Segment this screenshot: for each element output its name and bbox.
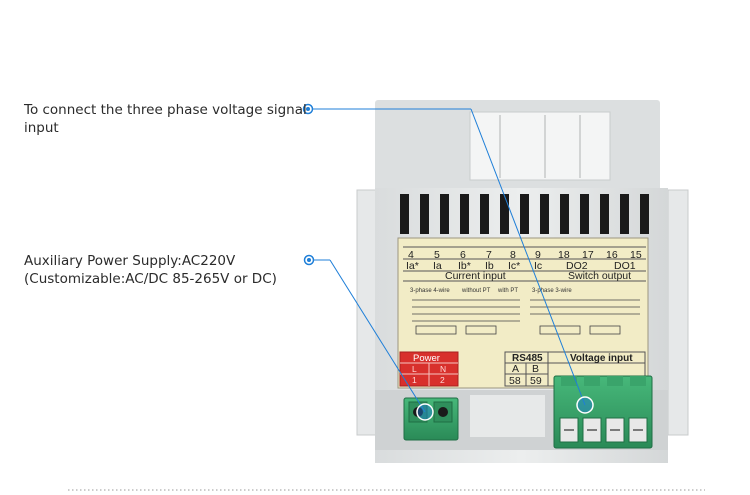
terminal-num: 4 bbox=[408, 249, 414, 261]
voltage-terminal-block bbox=[553, 375, 653, 449]
signal-name: Ia bbox=[433, 260, 442, 272]
switch-output-label: Switch output bbox=[568, 270, 631, 282]
power-terminal-block bbox=[403, 397, 459, 441]
voltage-callout-line: input bbox=[24, 120, 59, 136]
vent-slots bbox=[400, 194, 649, 234]
terminal-num: 5 bbox=[434, 249, 440, 261]
power-l: L bbox=[412, 364, 417, 374]
rs485-label: RS485 bbox=[512, 353, 543, 364]
power-label: Power L N 1 2 bbox=[399, 351, 459, 387]
wiring-diagram bbox=[412, 299, 640, 335]
power-title: Power bbox=[413, 353, 440, 364]
signal-name: Ia* bbox=[406, 260, 419, 272]
signal-name: Ib bbox=[485, 260, 494, 272]
power-n: N bbox=[440, 364, 446, 374]
voltage-callout-text: To connect the three phase voltage signa… bbox=[24, 101, 307, 137]
terminal-num: 16 bbox=[606, 249, 618, 261]
voltage-callout-line: To connect the three phase voltage signa… bbox=[24, 102, 307, 118]
power-1: 1 bbox=[412, 375, 417, 385]
signal-name: DO2 bbox=[566, 260, 588, 272]
terminal-num: 8 bbox=[510, 249, 516, 261]
rs485-58: 58 bbox=[509, 375, 521, 387]
rs485-b: B bbox=[532, 363, 539, 375]
power-callout-line: (Customizable:AC/DC 85-265V or DC) bbox=[24, 271, 277, 287]
current-input-label: Current input bbox=[445, 270, 506, 282]
callout-power-leader bbox=[303, 254, 434, 421]
terminal-num: 7 bbox=[486, 249, 492, 261]
rs485-59: 59 bbox=[530, 375, 542, 387]
wiring-left-title: 3-phase 4-wire bbox=[410, 288, 450, 294]
wiring-right-title: 3-phase 3-wire bbox=[532, 288, 572, 294]
callout-target-icon bbox=[416, 403, 434, 421]
wiring-with-pt: with PT bbox=[497, 288, 518, 294]
voltage-input-label: Voltage input bbox=[570, 353, 633, 364]
terminal-number-row: 4 5 6 7 8 9 18 17 16 15 Ia* Ia Ib* Ib Ic… bbox=[403, 246, 646, 282]
terminal-num: 6 bbox=[460, 249, 466, 261]
wiring-without-pt: without PT bbox=[461, 288, 491, 294]
signal-name: Ic* bbox=[508, 260, 520, 272]
signal-name: Ib* bbox=[458, 260, 471, 272]
terminal-num: 18 bbox=[558, 249, 570, 261]
terminal-num: 9 bbox=[535, 249, 541, 261]
signal-name: DO1 bbox=[614, 260, 636, 272]
signal-name: Ic bbox=[534, 260, 542, 272]
power-2: 2 bbox=[440, 375, 445, 385]
callout-voltage-leader bbox=[302, 103, 594, 414]
power-callout-line: Auxiliary Power Supply:AC220V bbox=[24, 253, 236, 269]
rs485-a: A bbox=[512, 363, 519, 375]
power-callout-text: Auxiliary Power Supply:AC220V (Customiza… bbox=[24, 252, 277, 288]
callout-target-icon bbox=[576, 396, 594, 414]
terminal-num: 17 bbox=[582, 249, 594, 261]
terminal-num: 15 bbox=[630, 249, 642, 261]
